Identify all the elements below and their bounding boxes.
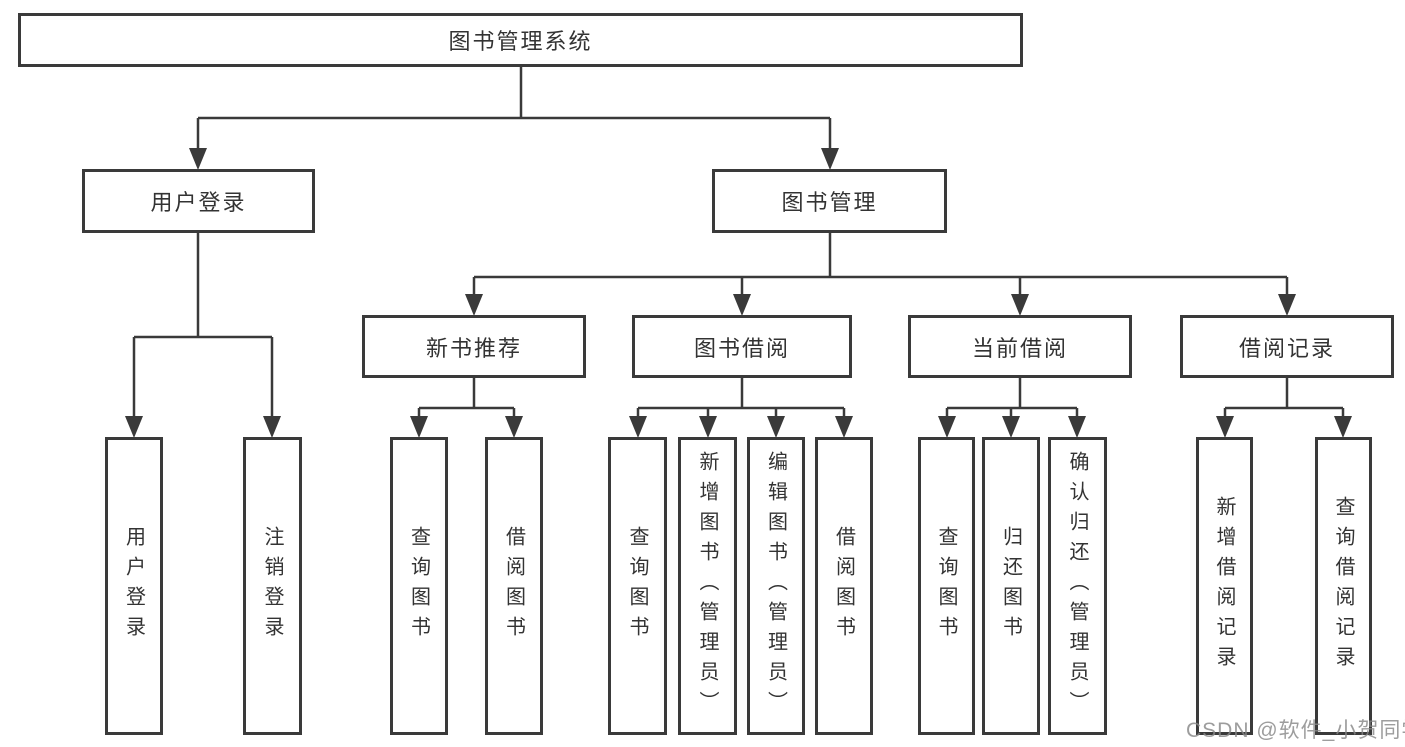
leaf-borrow-books-recommend: 借阅图书	[485, 437, 543, 735]
leaf-confirm-return-admin: 确认归还（管理员）	[1048, 437, 1107, 735]
leaf-borrow-books: 借阅图书	[815, 437, 873, 735]
node-book-management: 图书管理	[712, 169, 947, 233]
node-new-book-recommend-label: 新书推荐	[425, 335, 522, 361]
node-library-system-label: 图书管理系统	[448, 29, 593, 54]
leaf-return-books: 归还图书	[982, 437, 1040, 735]
leaf-user-login: 用户登录	[105, 437, 163, 735]
csdn-watermark: CSDN @软件_小贺同学	[1186, 719, 1405, 742]
node-borrow-records-label: 借阅记录	[1238, 335, 1335, 361]
node-new-book-recommend: 新书推荐	[362, 315, 586, 378]
leaf-query-books-current: 查询图书	[918, 437, 975, 735]
leaf-add-books-admin: 新增图书（管理员）	[678, 437, 737, 735]
leaf-logout: 注销登录	[243, 437, 302, 735]
leaf-query-borrow-record: 查询借阅记录	[1315, 437, 1372, 735]
node-user-login: 用户登录	[82, 169, 315, 233]
node-borrow-records: 借阅记录	[1180, 315, 1394, 378]
node-book-management-label: 图书管理	[781, 190, 878, 215]
node-current-borrow-label: 当前借阅	[971, 335, 1068, 361]
leaf-query-books-recommend: 查询图书	[390, 437, 448, 735]
leaf-add-borrow-record: 新增借阅记录	[1196, 437, 1253, 735]
leaf-edit-books-admin: 编辑图书（管理员）	[747, 437, 805, 735]
node-user-login-label: 用户登录	[150, 190, 247, 215]
node-library-system: 图书管理系统	[18, 13, 1023, 67]
node-book-borrow-label: 图书借阅	[693, 335, 790, 361]
leaf-query-books-borrow: 查询图书	[608, 437, 667, 735]
node-current-borrow: 当前借阅	[908, 315, 1132, 378]
node-book-borrow: 图书借阅	[632, 315, 852, 378]
